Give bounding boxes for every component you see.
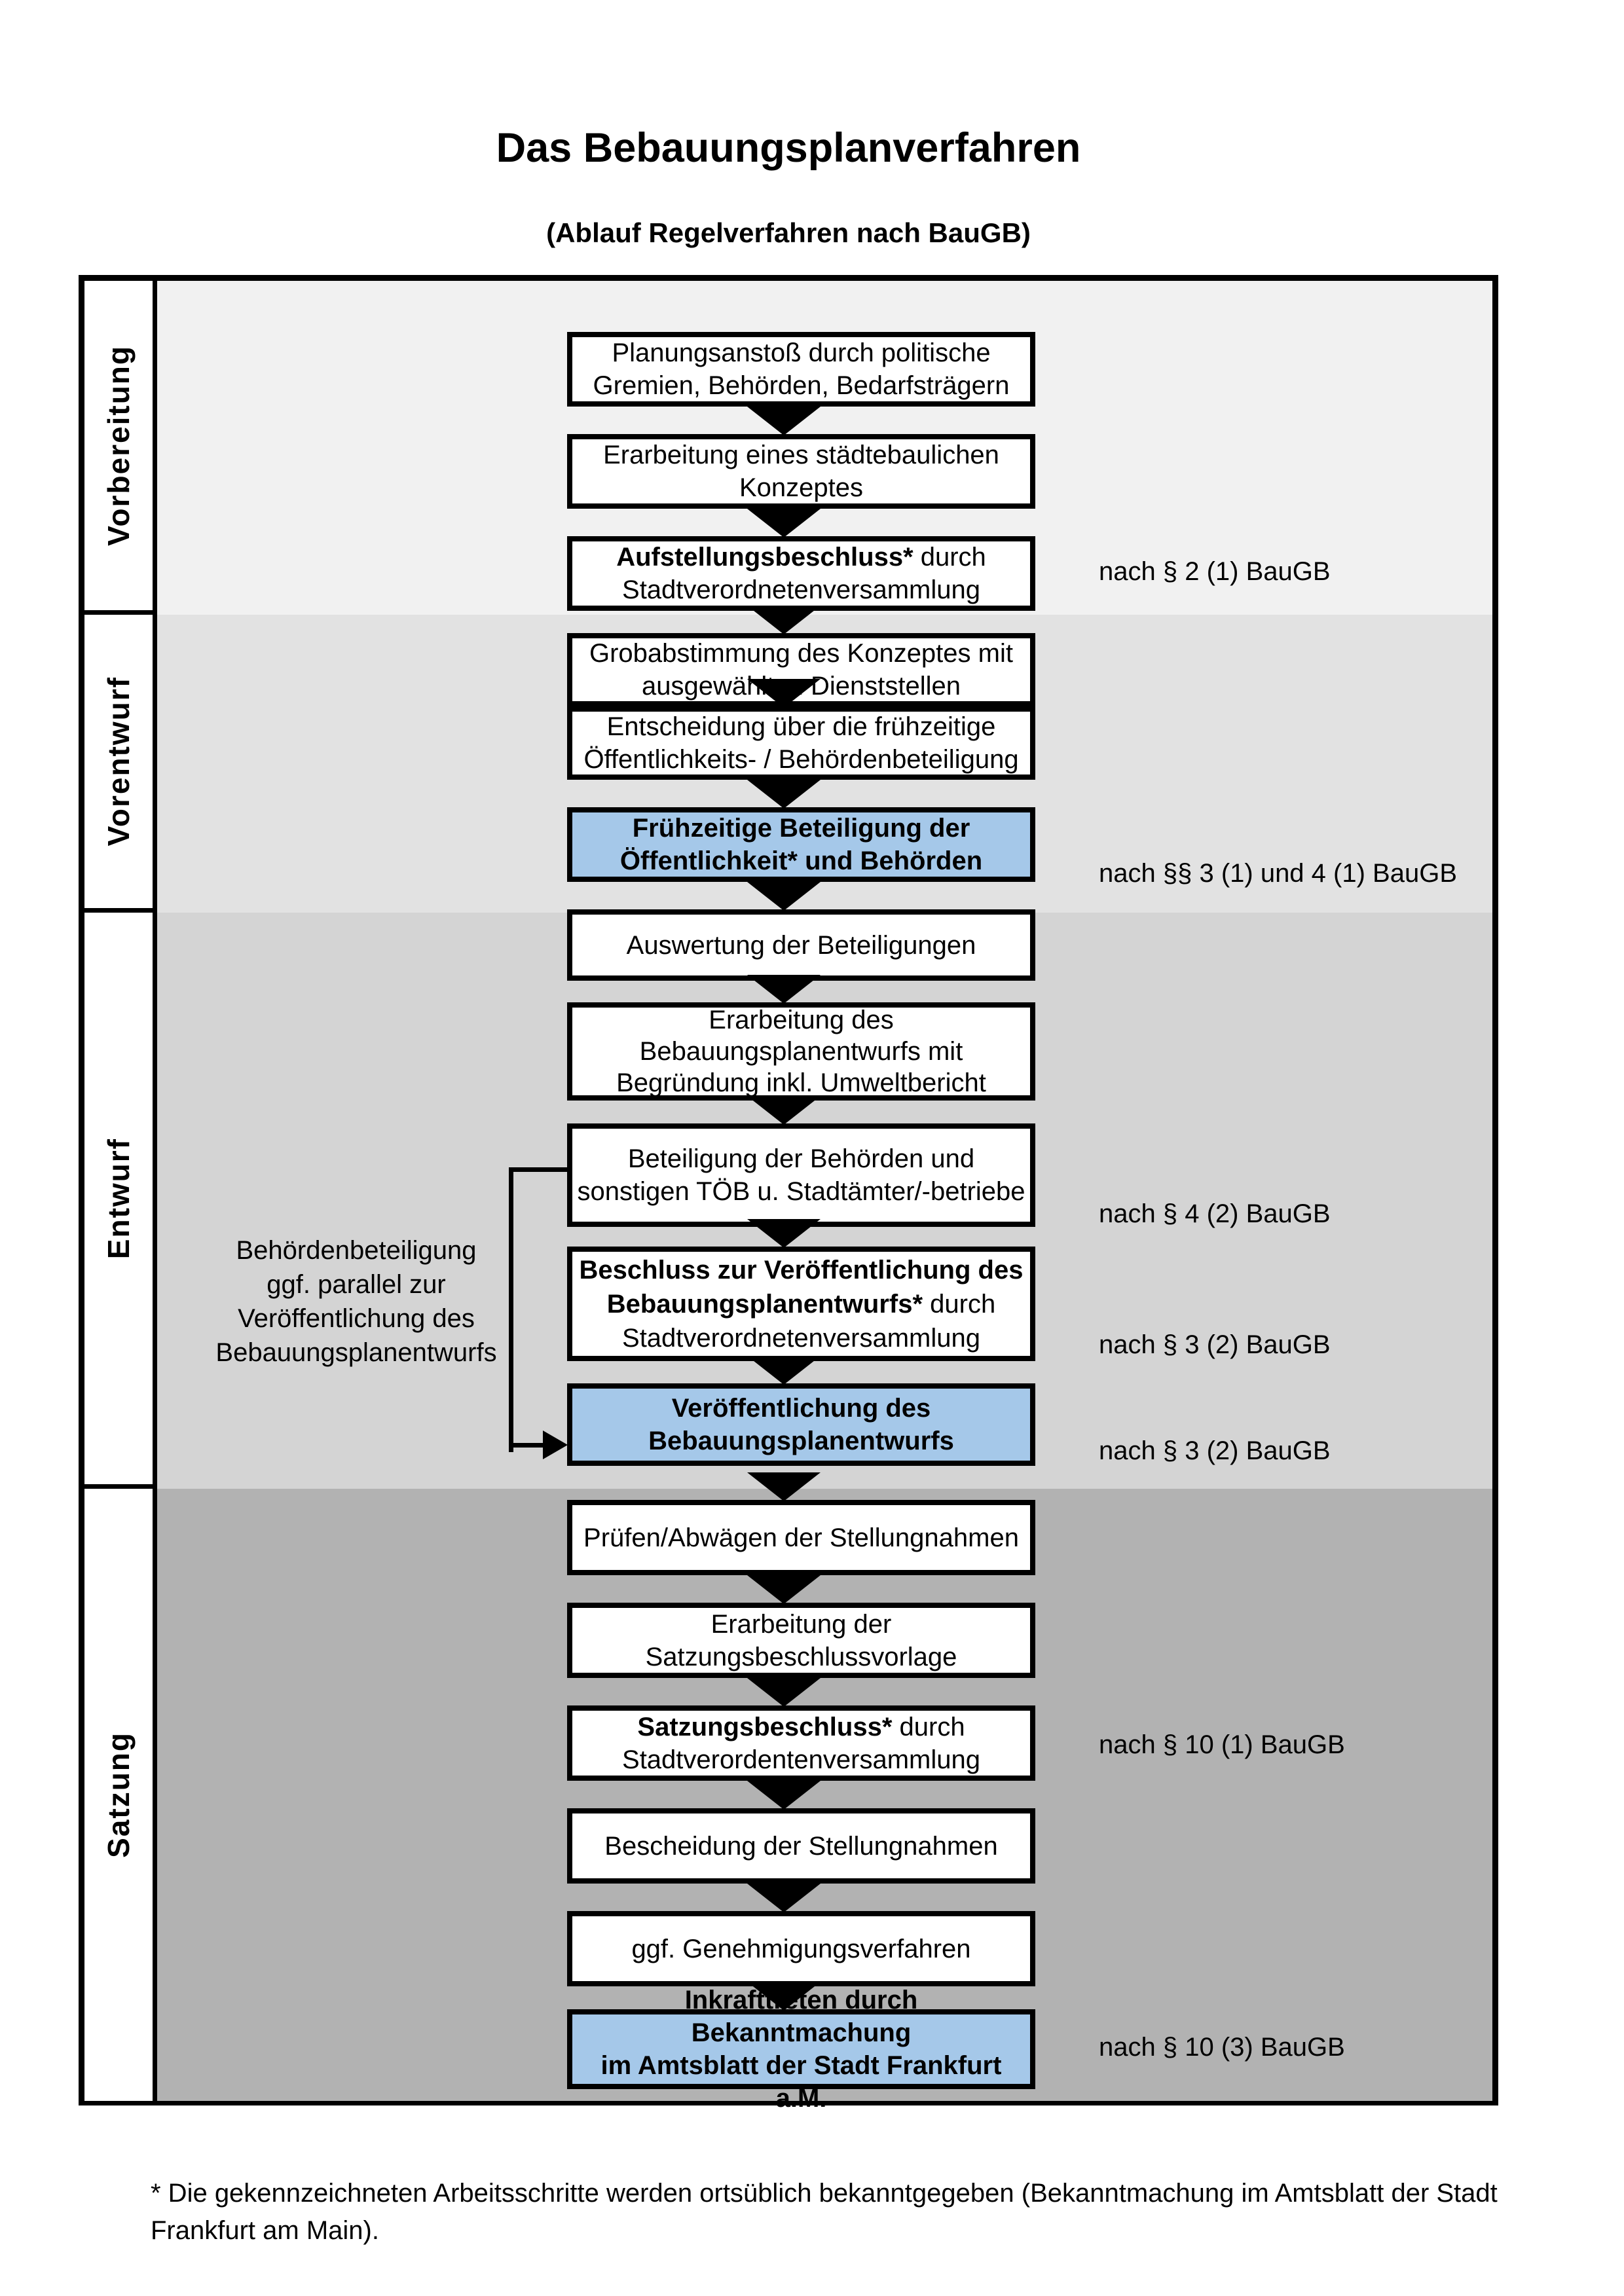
phase-row-satzung: Satzung <box>84 1489 1492 2101</box>
page-title: Das Bebauungsplanverfahren <box>496 125 1081 171</box>
side-note-line: Veröffentlichung des <box>238 1304 475 1333</box>
step-line: Entscheidung über die frühzeitige <box>606 712 996 741</box>
step-line: Stadtverordnetenversammlung <box>622 575 980 604</box>
step-line: Erarbeitung eines städtebaulichen <box>603 441 999 469</box>
step-line: Satzungsbeschlussvorlage <box>645 1642 957 1671</box>
step-line: Bebauungsplanentwurfs <box>648 1427 954 1455</box>
step-line: Bescheidung der Stellungnahmen <box>604 1831 998 1861</box>
connector-line <box>509 1167 513 1452</box>
phase-label-text: Satzung <box>101 1732 136 1858</box>
step-line: Frühzeitige Beteiligung der <box>632 814 970 843</box>
step-line: Begründung inkl. Umweltbericht <box>616 1068 986 1097</box>
step-box-satzungsbeschluss: Satzungsbeschluss* durch Stadtverordente… <box>567 1705 1035 1781</box>
law-ref: nach § 10 (1) BauGB <box>1099 1730 1345 1759</box>
step-line: Inkrafttreten durch Bekanntmachung <box>684 1986 918 2047</box>
step-box-satzungsbeschlussvorlage: Erarbeitung der Satzungsbeschlussvorlage <box>567 1603 1035 1678</box>
arrow-down-icon <box>747 509 821 538</box>
phase-background-satzung <box>157 1489 1492 2101</box>
phase-label-text: Entwurf <box>101 1137 136 1260</box>
step-box-staedtebauliches-konzept: Erarbeitung eines städtebaulichen Konzep… <box>567 434 1035 509</box>
step-line: Gremien, Behörden, Bedarfsträgern <box>593 371 1010 400</box>
side-note-line: ggf. parallel zur <box>267 1270 446 1299</box>
step-line: Planungsanstoß durch politische <box>612 338 991 367</box>
step-line: Stadtverordentenversammlung <box>622 1745 980 1774</box>
step-box-auswertung-beteiligungen: Auswertung der Beteiligungen <box>567 909 1035 981</box>
step-line: Bebauungsplanentwurfs* durch <box>606 1289 996 1319</box>
phase-label-vorentwurf: Vorentwurf <box>84 615 157 913</box>
step-box-planungsanstoss: Planungsanstoß durch politische Gremien,… <box>567 332 1035 407</box>
step-line: Öffentlichkeits- / Behördenbeteiligung <box>583 745 1019 774</box>
arrow-down-icon <box>747 606 821 634</box>
step-box-erarbeitung-entwurf: Erarbeitung des Bebauungsplanentwurfs mi… <box>567 1002 1035 1101</box>
arrow-down-icon <box>747 1472 821 1501</box>
law-ref: nach § 4 (2) BauGB <box>1099 1199 1331 1228</box>
arrow-down-icon <box>747 882 821 911</box>
side-note-line: Behördenbeteiligung <box>236 1236 477 1265</box>
arrow-down-icon <box>747 1884 821 1912</box>
side-note-line: Bebauungsplanentwurfs <box>215 1338 497 1367</box>
law-ref: nach § 3 (2) BauGB <box>1099 1436 1331 1465</box>
step-box-genehmigungsverfahren: ggf. Genehmigungsverfahren <box>567 1911 1035 1986</box>
step-box-entscheidung-beteiligung: Entscheidung über die frühzeitige Öffent… <box>567 706 1035 780</box>
page-subtitle: (Ablauf Regelverfahren nach BauGB) <box>546 217 1031 248</box>
connector-line <box>509 1167 567 1172</box>
step-line: ggf. Genehmigungsverfahren <box>631 1934 971 1963</box>
arrow-down-icon <box>747 780 821 809</box>
step-line: Grobabstimmung des Konzeptes mit <box>589 639 1013 668</box>
arrow-down-icon <box>747 1982 821 2011</box>
step-box-bescheidung-stellungnahmen: Bescheidung der Stellungnahmen <box>567 1808 1035 1884</box>
arrow-down-icon <box>747 1096 821 1125</box>
step-line: Konzeptes <box>739 473 864 502</box>
step-line: Auswertung der Beteiligungen <box>626 930 976 960</box>
phase-label-text: Vorentwurf <box>101 676 136 847</box>
arrow-down-icon <box>747 679 821 708</box>
law-ref: nach § 2 (1) BauGB <box>1099 557 1331 586</box>
phase-label-satzung: Satzung <box>84 1489 157 2101</box>
footnote: * Die gekennzeichneten Arbeitsschritte w… <box>151 2179 1498 2245</box>
step-line: Beteiligung der Behörden und <box>627 1144 975 1173</box>
step-line: Prüfen/Abwägen der Stellungnahmen <box>583 1523 1019 1552</box>
arrow-right-icon <box>543 1430 568 1459</box>
step-box-pruefen-abwaegen: Prüfen/Abwägen der Stellungnahmen <box>567 1500 1035 1575</box>
phase-label-text: Vorbereitung <box>101 345 136 546</box>
law-ref: nach § 10 (3) BauGB <box>1099 2033 1345 2062</box>
step-box-veroeffentlichung-entwurf: Veröffentlichung des Bebauungsplanentwur… <box>567 1383 1035 1466</box>
side-note-parallel: Behördenbeteiligung ggf. parallel zur Ve… <box>202 1233 510 1370</box>
step-box-aufstellungsbeschluss: Aufstellungsbeschluss* durch Stadtverord… <box>567 536 1035 611</box>
arrow-down-icon <box>747 1356 821 1385</box>
step-line: im Amtsblatt der Stadt Frankfurt a.M. <box>600 2051 1002 2113</box>
step-line: Öffentlichkeit* und Behörden <box>619 847 983 875</box>
step-line: Stadtverordnetenversammlung <box>622 1323 980 1353</box>
arrow-down-icon <box>747 1781 821 1810</box>
step-line: Erarbeitung der <box>710 1609 892 1639</box>
phase-label-vorbereitung: Vorbereitung <box>84 281 157 615</box>
step-line: sonstigen TÖB u. Stadtämter/-betriebe <box>577 1177 1025 1206</box>
step-line: Erarbeitung des <box>709 1006 894 1034</box>
step-box-beteiligung-behoerden: Beteiligung der Behörden und sonstigen T… <box>567 1123 1035 1227</box>
step-line: Veröffentlichung des <box>671 1394 931 1423</box>
step-box-beschluss-veroeffentlichung: Beschluss zur Veröffentlichung des Bebau… <box>567 1247 1035 1361</box>
law-ref: nach § 3 (2) BauGB <box>1099 1330 1331 1359</box>
step-line: Aufstellungsbeschluss* durch <box>616 543 986 572</box>
step-box-fruehzeitige-beteiligung: Frühzeitige Beteiligung der Öffentlichke… <box>567 807 1035 882</box>
arrow-down-icon <box>747 1575 821 1604</box>
law-ref: nach §§ 3 (1) und 4 (1) BauGB <box>1099 859 1457 888</box>
arrow-down-icon <box>747 1678 821 1707</box>
connector-line <box>509 1443 548 1448</box>
step-line: Satzungsbeschluss* durch <box>637 1712 965 1741</box>
phase-label-entwurf: Entwurf <box>84 913 157 1489</box>
step-box-inkrafttreten: Inkrafttreten durch Bekanntmachung im Am… <box>567 1986 1035 2113</box>
arrow-down-icon <box>747 407 821 435</box>
step-line: Bebauungsplanentwurfs mit <box>639 1037 963 1066</box>
arrow-down-icon <box>747 1219 821 1248</box>
step-line: Beschluss zur Veröffentlichung des <box>579 1255 1024 1285</box>
arrow-down-icon <box>747 975 821 1004</box>
diagram-frame: Vorbereitung Vorentwurf Entwurf Satzung … <box>79 275 1498 2113</box>
